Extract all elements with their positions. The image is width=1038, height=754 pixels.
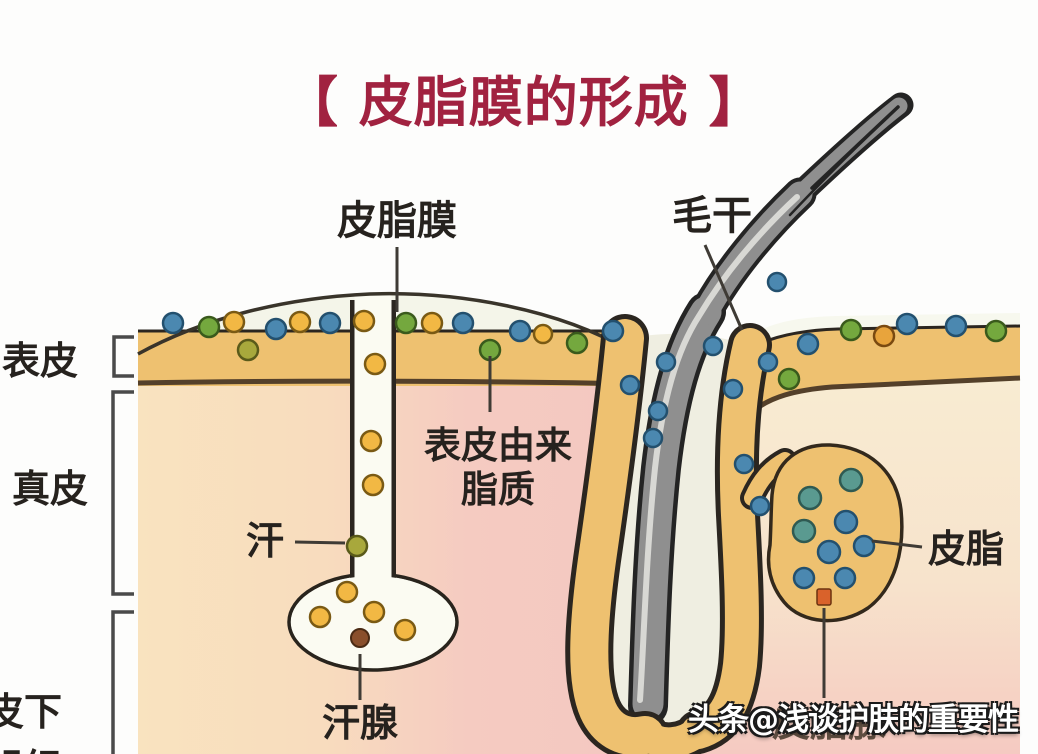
surface-lipid-dots [161, 309, 1008, 391]
label-sweat: 汗 [246, 519, 285, 563]
label-hair-shaft: 毛干 [672, 193, 752, 239]
label-epidermis: 表皮 [2, 339, 79, 383]
pointer-lines [294, 244, 923, 700]
sebum-dots-in-gland [791, 467, 876, 590]
label-dermis: 真皮 [12, 467, 89, 511]
label-epidermis-derived-lipids: 表皮由来脂质 [424, 424, 572, 511]
label-subcutaneous: 皮下组织 [0, 690, 63, 754]
hair-shaft-shape [628, 92, 914, 726]
diagram-title: 【 皮脂膜的形成 】 [284, 71, 764, 134]
label-sebum-film: 皮脂膜 [337, 198, 457, 244]
sebaceous-gland-shape [740, 443, 904, 623]
layer-brackets [111, 335, 134, 754]
label-sweat-gland: 汗腺 [322, 701, 399, 745]
lipid-dots-along-hair [619, 271, 788, 517]
label-sebaceous-gland: 皮脂腺 [772, 701, 887, 745]
sweat-drops-in-gland [308, 429, 417, 648]
hair-follicle-walls [565, 314, 772, 754]
label-sebum: 皮脂 [928, 527, 1005, 571]
watermark-text: 头条@浅谈护肤的重要性 [688, 702, 1019, 738]
